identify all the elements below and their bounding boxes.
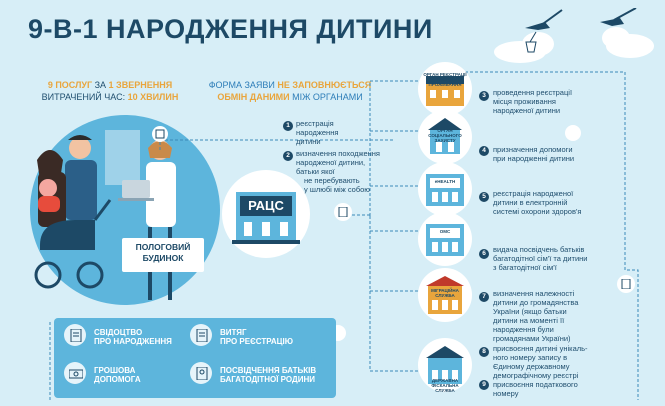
exchange-label: ОБМІН ДАНИМИ xyxy=(217,92,290,102)
step-number-6: 6 xyxy=(479,249,489,259)
flow-return-line xyxy=(49,71,639,400)
appeal-count: 1 ЗВЕРНЕННЯ xyxy=(108,80,173,90)
window-shape xyxy=(105,130,140,185)
time-value: 10 ХВИЛИН xyxy=(127,92,179,102)
racs-label: РАЦС xyxy=(248,198,284,213)
step-number-5: 5 xyxy=(479,192,489,202)
step-number-4: 4 xyxy=(479,146,489,156)
services-count: 9 ПОСЛУГ xyxy=(47,80,93,90)
hospital-label-line1: ПОЛОГОВИЙ xyxy=(135,242,191,252)
form-value: НЕ ЗАПОВНЮЄТЬСЯ xyxy=(277,80,372,90)
stroller-wheel-left xyxy=(34,261,62,289)
form-label: ФОРМА ЗАЯВИ xyxy=(208,80,278,90)
storks-illustration xyxy=(494,8,654,63)
summary-block: 9 ПОСЛУГ ЗА 1 ЗВЕРНЕННЯ ВИТРАЧЕНИЙ ЧАС: … xyxy=(30,79,190,103)
step-number-7: 7 xyxy=(479,292,489,302)
ehealth-caption: eHEALTH xyxy=(434,179,456,184)
stork-left xyxy=(525,22,550,30)
step-2-text: визначення походження народженої дитини,… xyxy=(296,149,380,194)
form-note: ФОРМА ЗАЯВИ НЕ ЗАПОВНЮЄТЬСЯ ОБМІН ДАНИМИ… xyxy=(205,79,375,103)
step-number-2: 2 xyxy=(283,151,293,161)
laptop-icon xyxy=(122,180,150,198)
flow-arrows-top xyxy=(152,126,395,150)
building-oms: ОМС xyxy=(418,212,472,266)
flow-spine xyxy=(352,80,418,372)
stroller-wheel-right xyxy=(76,261,104,289)
document-icon xyxy=(338,207,348,217)
bundle-icon xyxy=(525,41,537,53)
father-body xyxy=(65,160,97,220)
oms-caption: ОМС xyxy=(439,229,451,234)
hospital-label: ПОЛОГОВИЙ БУДИНОК xyxy=(122,238,204,272)
step-number-1: 1 xyxy=(283,121,293,131)
step-8-text: присвоєння дитині унікаль-ного номеру за… xyxy=(493,344,588,380)
family-illustration xyxy=(30,115,220,305)
nurse-coat xyxy=(146,162,176,227)
time-label: ВИТРАЧЕНИЙ ЧАС: xyxy=(41,92,128,102)
page-title: 9-В-1 НАРОДЖЕННЯ ДИТИНИ xyxy=(28,14,433,44)
step-number-8: 8 xyxy=(479,347,489,357)
step-number-3: 3 xyxy=(479,91,489,101)
document-icon-right xyxy=(621,279,631,289)
stroller-body xyxy=(40,220,95,250)
exchange-value: МІЖ ОРГАНАМИ xyxy=(289,92,363,102)
hospital-label-line2: БУДИНОК xyxy=(142,253,184,263)
cloud-right-top xyxy=(602,27,630,49)
summary-connector: ЗА xyxy=(92,80,109,90)
doc-bubble-4 xyxy=(565,125,581,141)
father-head xyxy=(69,137,91,159)
racs-building-icon xyxy=(232,192,300,244)
step-1-text: реєстрація народження дитини xyxy=(296,119,339,146)
step-number-9: 9 xyxy=(479,380,489,390)
baby-head xyxy=(39,179,57,197)
building-ehealth: eHEALTH xyxy=(418,162,472,216)
stork-right xyxy=(600,18,624,26)
